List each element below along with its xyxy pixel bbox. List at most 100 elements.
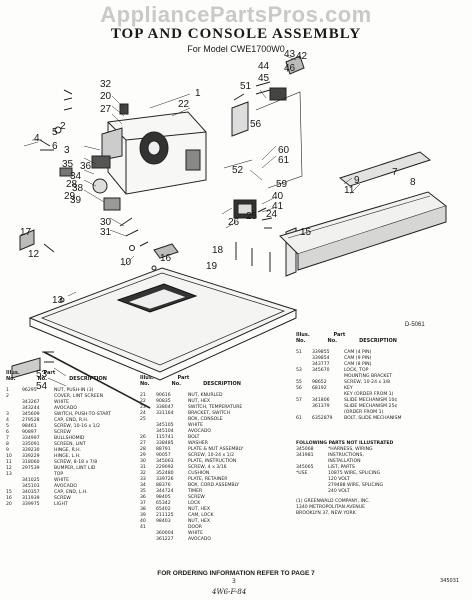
table-cell: SWITCH, TEMPERATURE [188,405,243,410]
table-row: 361379 SLIDE MECHANISM 25¢ [296,404,403,410]
table-row: MOUNTING BRACKET [296,374,403,380]
table-cell: 90835 [156,399,171,404]
table-cell: 16 [6,496,12,501]
table-cell: 120 VOLT [328,477,350,482]
table-cell: 68192 [312,386,327,391]
slide-panel [279,151,448,271]
table-cell: 15 [6,490,12,495]
table-cell: AVOCADO [188,429,212,434]
small-screws [39,89,179,259]
table-cell: BOLT [188,435,200,440]
table-cell: CAP, END, L.H. [54,490,88,495]
callout-label: 51 [240,81,252,92]
callout-label: 30 [100,217,112,228]
table-cell: 339975 [22,502,40,507]
table-cell: BULLSHOMID [54,436,85,441]
table-cell: SCREW [54,430,71,435]
table-cell: 25 [140,417,146,422]
callout-label: 17 [20,227,32,238]
table-cell: 339854 [312,356,330,361]
table-cell: 361379 [312,404,330,409]
table-cell: 12 [6,466,12,471]
table-cell: BOX, CORD ASSEMBLY [188,483,240,488]
table-cell: 339855 [312,350,330,355]
table-cell: 13 [6,472,12,477]
table-cell: 229092 [156,465,174,470]
table-cell: 335091 [22,442,40,447]
callout-label: 16 [160,253,172,264]
col2-header: Illus. Part No.No.DESCRIPTION [140,375,241,387]
table-cell: NUT, HEX [188,507,211,512]
table-cell: INSTRUCTIONS, [328,453,364,458]
callout-label: 19 [206,261,218,272]
callout-label: 43 [284,49,296,60]
callout-label: 27 [100,104,112,115]
table-cell: 338485 [156,441,174,446]
table-cell: 345670 [312,368,330,373]
callout-label: 41 [272,201,284,212]
table-cell: 90616 [156,393,171,398]
table-cell: WHITE [188,531,204,536]
table-cell: 318060 [22,460,40,465]
table-cell: NUT, KNURLED [188,393,223,398]
table-cell: 339229 [22,454,40,459]
callout-label: 36 [80,161,92,172]
table-cell: LIGHT [54,502,68,507]
not-illustrated-section: FOLLOWING PARTS NOT ILLUSTRATED 345068*H… [296,441,468,517]
callout-label: 3 [64,145,70,156]
table-cell: 55 [296,380,302,385]
table-cell: 57 [296,398,302,403]
callout-label: 44 [258,61,270,72]
col3-header: Illus. Part No.No.DESCRIPTION [296,332,397,344]
table-cell: 345103 [22,484,40,489]
document-code: 345031 [440,578,460,584]
timer [91,155,121,211]
table-cell: 345065 [296,465,314,470]
table-cell: *USE [296,471,308,476]
callout-label: 34 [70,171,82,182]
table-cell: 345609 [22,412,40,417]
table-cell: SLIDE MECHANISM 25¢ [344,404,398,409]
table-cell: 345063 [156,459,174,464]
table-cell: BOLT, SLIDE MECHANISM [344,416,402,421]
table-cell: NUT, HEX [188,399,211,404]
callout-label: 5 [52,127,58,138]
table-cell: SCREW, 8-18 x 7/8 [54,460,98,465]
ordering-footer: FOR ORDERING INFORMATION REFER TO PAGE 7 [157,570,315,577]
callout-label: 20 [100,91,112,102]
table-cell: HINGE, R.H. [54,448,81,453]
callout-label: 28 [66,179,78,190]
table-cell: 341025 [22,478,40,483]
table-row: 360004 WHITE [140,531,245,537]
table-cell: SLIDE MECHANISM 10¢ [344,398,398,403]
callout-label: 13 [52,295,64,306]
table-cell: 40 [140,519,146,524]
table-cell: CAM (4 PIN) [344,350,372,355]
table-cell: SCREW [54,496,71,501]
table-cell [296,489,328,495]
table-cell: 340357 [22,490,40,495]
table-cell: 352480 [156,471,174,476]
callout-label: 45 [258,73,270,84]
table-cell: 360004 [156,531,174,536]
